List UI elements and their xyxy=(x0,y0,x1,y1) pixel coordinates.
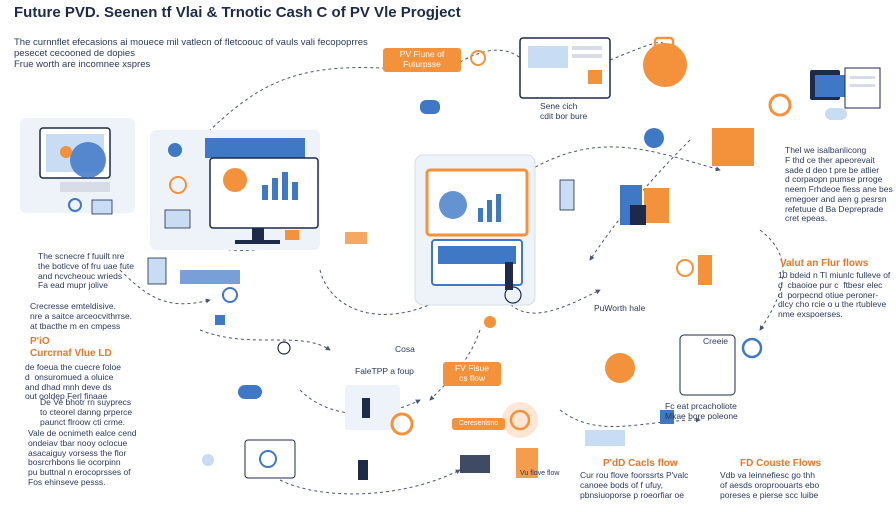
right-paragraph-1: Thel we isalbanlicong F thd ce ther apeo… xyxy=(785,145,893,224)
label-center-bottom: Cosa xyxy=(395,344,415,354)
monitor-cluster-topleft xyxy=(20,118,135,215)
padlock-icon xyxy=(653,36,675,50)
clock-icon xyxy=(504,286,522,304)
cloud-icon xyxy=(825,108,847,120)
coin-stack-icon xyxy=(285,230,299,240)
page-subtitle: The curnnflet efecasions ai mouece mil v… xyxy=(14,37,368,70)
label-center-top: Sene cich cdit bor bure xyxy=(540,101,588,121)
connector-lower-right xyxy=(559,409,701,427)
clock-icon xyxy=(259,450,277,468)
document-icon xyxy=(588,70,602,84)
bottom-mid-heading: P'dD Cacls flow xyxy=(603,458,678,469)
gear-icon xyxy=(509,409,531,431)
bottom-right-text: Vdb va leinnefiesc go thh of aesds oropr… xyxy=(720,470,820,500)
globe-icon xyxy=(644,128,664,148)
clock-icon xyxy=(277,341,291,355)
gear-icon xyxy=(390,412,414,436)
calculator-icon xyxy=(559,179,575,211)
gear-icon xyxy=(68,198,82,212)
connector-bottom xyxy=(279,469,461,495)
left-mid-items xyxy=(147,230,367,355)
person-icon xyxy=(505,262,513,290)
label-future-flow: FaleTPP a foup xyxy=(355,366,414,376)
globe-icon xyxy=(70,142,106,178)
cluster-top-right xyxy=(643,36,881,166)
globe-icon xyxy=(439,191,467,219)
coin-stack-icon xyxy=(484,316,496,328)
left-paragraph-3: de foeua the cuecre foloe d onsuromued a… xyxy=(25,362,121,402)
gear-icon xyxy=(169,176,187,194)
left-paragraph-4: De Ve bhotr rn suyprecs to cteorel danng… xyxy=(40,397,133,427)
label-right-mid: Creeie xyxy=(703,336,729,346)
left-paragraph-5: Vale de ocnimeth ealce cend ondeiav tbar… xyxy=(28,428,137,487)
left-paragraph-1: The scnecre f fuuilt nre the botlcve of … xyxy=(38,251,134,291)
monitor-center-main xyxy=(414,154,536,306)
label-pv-worth: PuWorth hale xyxy=(594,303,646,313)
person-icon xyxy=(362,398,370,418)
document-icon xyxy=(516,448,538,478)
globe-icon xyxy=(168,143,182,157)
bar-chart-icon xyxy=(262,172,298,200)
bottom-mid-text: Cur rou flove foorssrts P'valc canoee bo… xyxy=(580,470,689,500)
right-mid-items xyxy=(484,255,712,328)
right-heading: Valut an Flur flows xyxy=(780,258,869,269)
gear-icon xyxy=(741,337,763,359)
bar-chart-icon xyxy=(478,194,501,222)
gear-icon xyxy=(222,287,238,303)
document-icon xyxy=(660,410,674,424)
gear-icon xyxy=(470,50,486,66)
lower-right-group xyxy=(585,334,763,446)
monitor-icon xyxy=(205,138,305,158)
bottom-right-heading: FD Couste Flows xyxy=(740,458,822,469)
monitor-icon xyxy=(815,75,845,97)
gear-icon xyxy=(676,259,694,277)
connector-mid-down xyxy=(319,269,441,315)
center-right-items xyxy=(559,128,669,225)
lower-center-group xyxy=(345,385,538,480)
lower-left-group xyxy=(202,385,296,479)
connector-center-right xyxy=(529,146,721,172)
badge-flow-small: Ceresenlsno xyxy=(452,418,505,431)
right-paragraph-2: 10 bdeid n Tl miunlc fulleve of d cbaoio… xyxy=(778,270,891,320)
page-title: Future PVD. Seenen tf Vlai & Trnotic Cas… xyxy=(14,4,461,21)
left-heading: P'iO Curcrnaf Vlue LD xyxy=(30,336,112,359)
screen-top-center xyxy=(420,37,611,114)
badge-pv-future: PV Fiune of Futurpsse xyxy=(383,48,461,72)
label-cash-bottom: Vu flove flow xyxy=(520,470,560,477)
connector-left-mid xyxy=(119,269,211,305)
connector-lower-left xyxy=(199,329,331,351)
cloud-icon xyxy=(238,385,262,399)
badge-fv-value: FV Fisue cs flow xyxy=(443,362,501,386)
monitor-left-center xyxy=(150,130,320,250)
left-paragraph-2: Crecresse emteldisive. nre a saitce arce… xyxy=(30,301,133,331)
cloud-icon xyxy=(420,100,440,114)
connector-top-left xyxy=(199,67,411,141)
document-icon xyxy=(712,128,754,166)
label-fc-caption: Fc eat prcacholiote Mkae bore poleone xyxy=(665,401,738,421)
